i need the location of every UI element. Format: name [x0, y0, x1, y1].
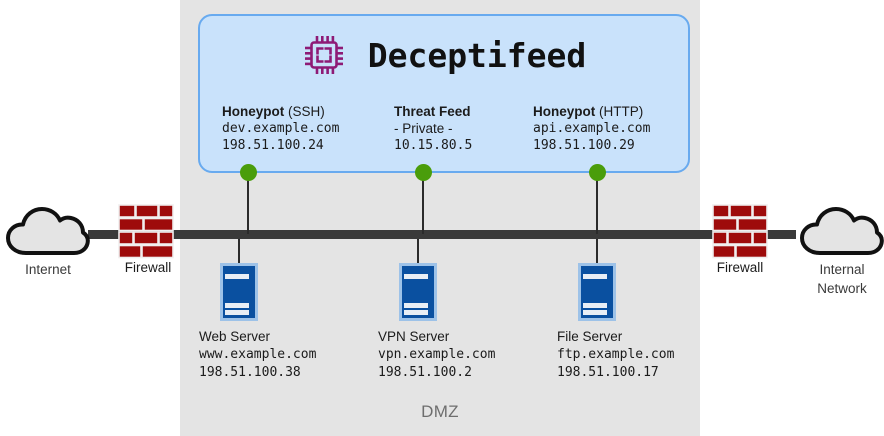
connection-dot-honeypot-ssh	[240, 164, 257, 181]
server-host: www.example.com	[199, 347, 317, 362]
server-host: vpn.example.com	[378, 347, 496, 362]
feed-entry-honeypot-http: Honeypot (HTTP) api.example.com 198.51.1…	[533, 103, 733, 154]
connector-line-server-1	[238, 239, 240, 263]
server-name: Web Server	[199, 329, 271, 344]
connection-dot-honeypot-http	[589, 164, 606, 181]
server-tower-icon	[399, 263, 437, 321]
feed-title: Threat Feed	[394, 103, 594, 120]
server-address: 198.51.100.17	[557, 365, 659, 380]
product-title: Deceptifeed	[367, 35, 587, 75]
deceptifeed-panel	[198, 14, 690, 173]
cloud-label-internet: Internet	[0, 260, 103, 279]
feed-entry-threat-feed: Threat Feed - Private - 10.15.80.5	[394, 103, 594, 154]
server-name: File Server	[557, 329, 623, 344]
server-address: 198.51.100.2	[378, 365, 472, 380]
server-tower-icon	[220, 263, 258, 321]
server-tower-icon	[578, 263, 616, 321]
connector-line-server-3	[596, 239, 598, 263]
cloud-icon	[800, 200, 884, 262]
cloud-label-internal-network: Internal Network	[787, 260, 884, 298]
connector-line-feed-1	[247, 172, 249, 234]
cpu-chip-icon	[302, 33, 346, 77]
feed-host: - Private -	[394, 121, 453, 136]
server-name: VPN Server	[378, 329, 450, 344]
cloud-icon	[6, 200, 90, 262]
connector-line-feed-2	[422, 172, 424, 234]
feed-address: 10.15.80.5	[394, 138, 473, 153]
firewall-label-right: Firewall	[716, 260, 764, 275]
server-caption-vpn: VPN Server vpn.example.com 198.51.100.2	[378, 328, 568, 382]
network-backbone-line	[88, 230, 796, 239]
feed-title-bold: Threat Feed	[394, 104, 471, 119]
dmz-label: DMZ	[421, 402, 459, 421]
server-address: 198.51.100.38	[199, 365, 301, 380]
server-caption-web: Web Server www.example.com 198.51.100.38	[199, 328, 389, 382]
feed-title: Honeypot (SSH)	[222, 103, 422, 120]
server-caption-file: File Server ftp.example.com 198.51.100.1…	[557, 328, 747, 382]
cloud-label-line2: Network	[817, 281, 867, 296]
connector-line-feed-3	[596, 172, 598, 234]
connector-line-server-2	[417, 239, 419, 263]
firewall-label-left: Firewall	[124, 260, 172, 275]
feed-title-rest: (SSH)	[284, 104, 325, 119]
feed-entry-honeypot-ssh: Honeypot (SSH) dev.example.com 198.51.10…	[222, 103, 422, 154]
connection-dot-threat-feed	[415, 164, 432, 181]
feed-title-rest: (HTTP)	[595, 104, 644, 119]
feed-title-bold: Honeypot	[222, 104, 285, 119]
firewall-brick-icon	[712, 204, 768, 260]
deceptifeed-header: Deceptifeed	[198, 24, 690, 86]
firewall-brick-icon	[118, 204, 174, 260]
feed-title-bold: Honeypot	[533, 104, 596, 119]
feed-address: 198.51.100.29	[533, 138, 635, 153]
feed-address: 198.51.100.24	[222, 138, 324, 153]
cloud-label-line1: Internet	[25, 262, 71, 277]
feed-host: dev.example.com	[222, 121, 340, 136]
feed-title: Honeypot (HTTP)	[533, 103, 733, 120]
cloud-label-line1: Internal	[819, 262, 865, 277]
feed-host: api.example.com	[533, 121, 651, 136]
server-host: ftp.example.com	[557, 347, 675, 362]
